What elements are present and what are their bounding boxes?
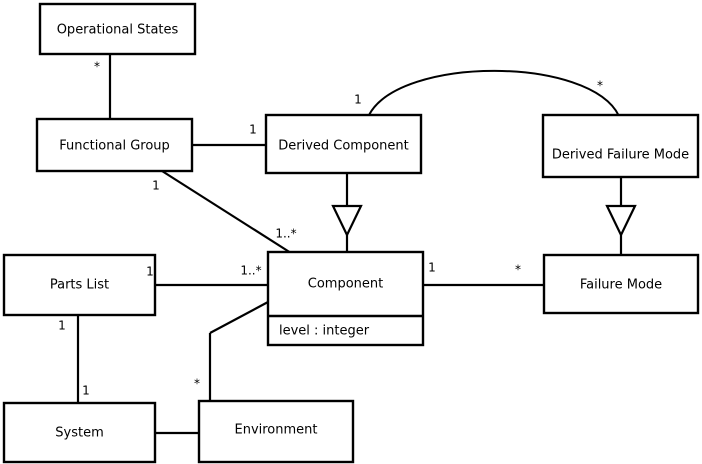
generalization-triangle-icon [605, 204, 637, 238]
class-functional-group[interactable]: Functional Group [35, 117, 194, 173]
class-name-label: Derived Component [278, 139, 409, 154]
multiplicity-label-dfm-arc: * [597, 79, 603, 93]
class-box [2, 401, 157, 464]
class-box [38, 2, 197, 56]
multiplicity-label-comp-env: * [194, 377, 200, 391]
class-name-label: Environment [234, 423, 317, 438]
relationship-layer [76, 54, 637, 435]
multiplicity-label-pl-sys-top: 1 [58, 319, 66, 333]
generalization-triangle-icon [331, 204, 363, 238]
multiplicity-layer: * 1 1 * 1 1..* 1 1..* 1 * 1 1 * [58, 60, 603, 398]
class-derived-component[interactable]: Derived Component [264, 113, 423, 175]
class-parts-list[interactable]: Parts List [2, 253, 157, 317]
multiplicity-label-dc-arc: 1 [354, 93, 362, 107]
multiplicity-label-comp-fm-target: * [515, 263, 521, 277]
multiplicity-label-pl-sys-bottom: 1 [82, 384, 90, 398]
class-box [266, 250, 425, 347]
edge-derived-failure-mode-failure-mode[interactable] [605, 177, 637, 255]
class-derived-failure-mode[interactable]: Derived Failure Mode [541, 113, 700, 179]
multiplicity-label-fg-comp-source: 1 [152, 179, 160, 193]
class-box [541, 113, 700, 179]
multiplicity-label-os-fg: * [94, 60, 100, 74]
multiplicity-label-fg-dc: 1 [249, 123, 257, 137]
class-name-label: Parts List [50, 278, 109, 293]
class-name-label: System [55, 426, 103, 441]
edge-derived-component-component[interactable] [331, 173, 363, 252]
multiplicity-label-fg-comp-target: 1..* [275, 227, 296, 241]
class-box [2, 253, 157, 317]
class-attribute-label: level : integer [279, 324, 370, 339]
class-box [197, 399, 355, 464]
class-name-label: Functional Group [59, 139, 170, 154]
class-box [264, 113, 423, 175]
class-name-label: Failure Mode [580, 278, 662, 293]
class-name-label: Operational States [57, 23, 179, 38]
edge-derived-component-derived-failure-mode[interactable] [368, 69, 620, 117]
class-operational-states[interactable]: Operational States [38, 2, 197, 56]
class-environment[interactable]: Environment [197, 399, 355, 464]
multiplicity-label-pl-comp-target: 1..* [240, 264, 261, 278]
multiplicity-label-pl-comp-source: 1 [146, 265, 154, 279]
class-system[interactable]: System [2, 401, 157, 464]
edge-component-environment[interactable] [208, 301, 269, 401]
class-name-label: Component [308, 277, 383, 292]
class-failure-mode[interactable]: Failure Mode [542, 253, 700, 315]
class-component[interactable]: Component level : integer [266, 250, 425, 347]
class-box [35, 117, 194, 173]
multiplicity-label-comp-fm-source: 1 [428, 261, 436, 275]
edge-functional-group-component[interactable] [161, 170, 292, 254]
class-box [542, 253, 700, 315]
class-name-label: Derived Failure Mode [552, 148, 689, 163]
